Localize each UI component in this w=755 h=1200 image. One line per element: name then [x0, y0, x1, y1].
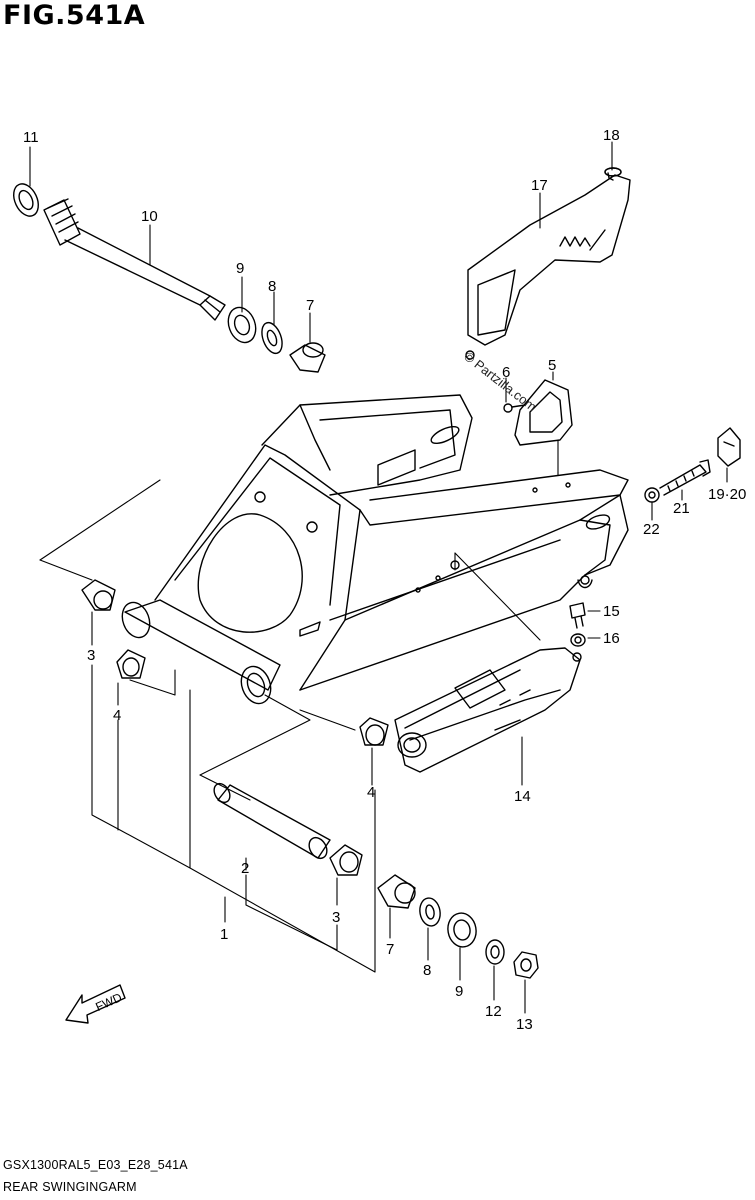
callout-22: 22: [643, 521, 660, 538]
callout-3-lower: 3: [332, 909, 340, 926]
fwd-label: FWD: [93, 990, 124, 1014]
figure-title: FIG.541A: [3, 0, 146, 31]
callout-14: 14: [514, 788, 531, 805]
watermark: © Partzilla.com: [461, 349, 539, 415]
chain-cover-part: [465, 167, 631, 360]
figure-name: REAR SWINGINGARM: [3, 1180, 137, 1194]
chain-guard-part: [503, 379, 573, 446]
callout-19-20: 19·20: [708, 486, 746, 503]
callout-5: 5: [548, 357, 556, 374]
callout-9-upper: 9: [236, 260, 244, 277]
chain-case-part: [394, 647, 582, 773]
callout-7-upper: 7: [306, 297, 314, 314]
callout-21: 21: [673, 500, 690, 517]
callout-labels: 11 10 9 8 7 17 18 6 5 19·20 21 22 15 16 …: [23, 127, 746, 1033]
callout-4-right: 4: [367, 784, 375, 801]
callout-16: 16: [603, 630, 620, 647]
upper-hardware: [81, 167, 741, 979]
callout-6: 6: [502, 364, 510, 381]
callout-1: 1: [220, 926, 228, 943]
callout-12: 12: [485, 1003, 502, 1020]
figure-code: GSX1300RAL5_E03_E28_541A: [3, 1158, 188, 1172]
callout-17: 17: [531, 177, 548, 194]
swingarm-part: [121, 394, 629, 705]
callout-8-upper: 8: [268, 278, 276, 295]
callout-8-lower: 8: [423, 962, 431, 979]
callout-7-lower: 7: [386, 941, 394, 958]
callout-4-left: 4: [113, 707, 121, 724]
pivot-shaft-part: [13, 183, 226, 321]
fwd-arrow-icon: [65, 984, 126, 1024]
callout-15: 15: [603, 603, 620, 620]
callout-10: 10: [141, 208, 158, 225]
leader-lines: [29, 141, 728, 1014]
callout-18: 18: [603, 127, 620, 144]
callout-13: 13: [516, 1016, 533, 1033]
callout-9-lower: 9: [455, 983, 463, 1000]
callout-11: 11: [23, 129, 39, 146]
callout-2: 2: [241, 860, 249, 877]
callout-3-upper: 3: [87, 647, 95, 664]
